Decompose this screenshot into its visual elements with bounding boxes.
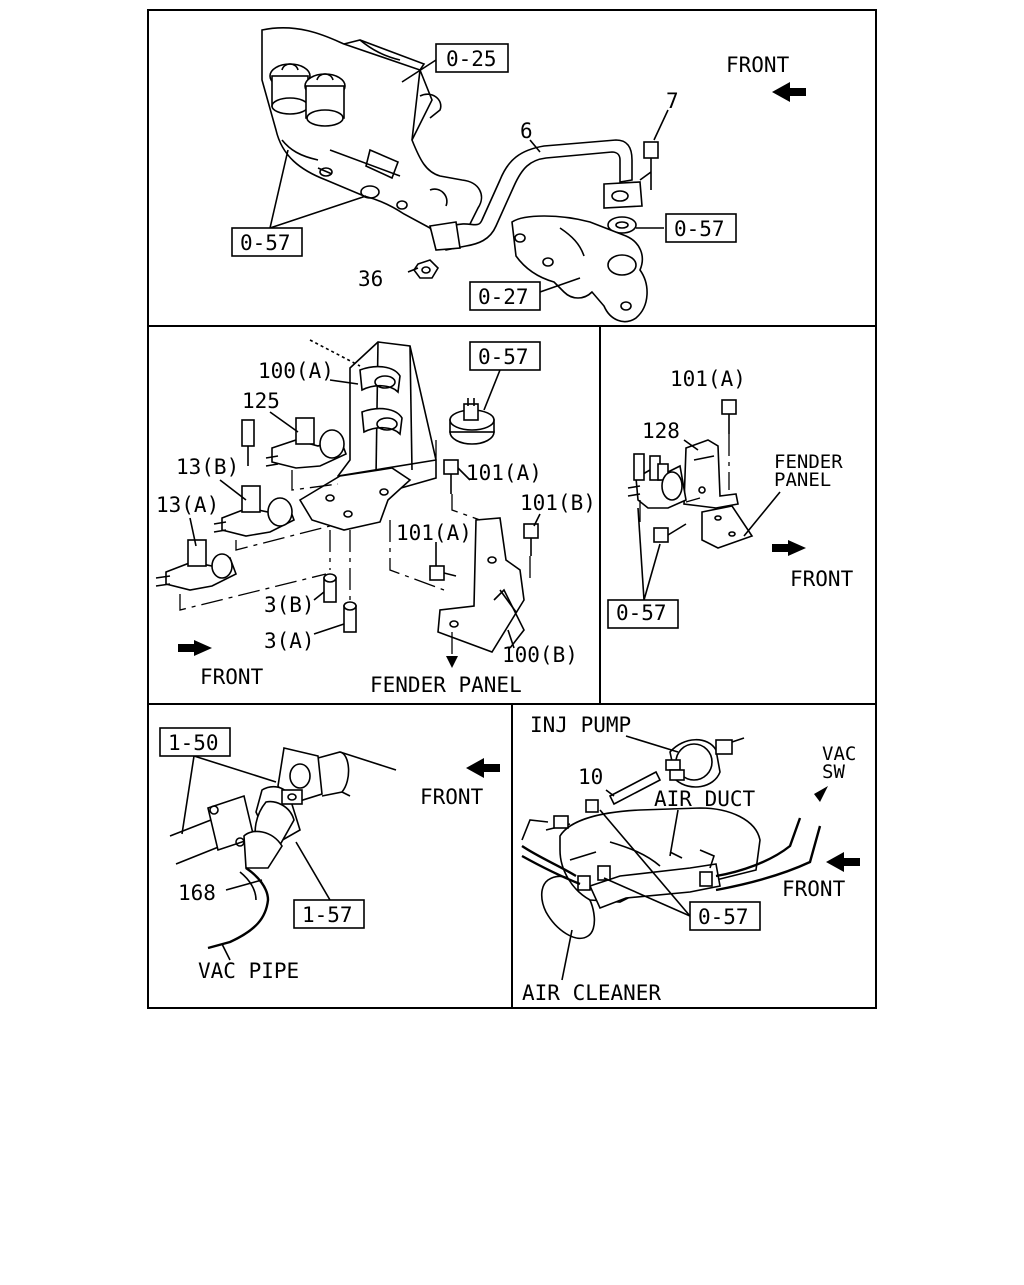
ref-0-57: 0-57 (616, 601, 667, 625)
air-cleaner-drawing (540, 807, 761, 939)
front-arrow-icon (826, 852, 860, 872)
ref-1-50: 1-50 (168, 731, 219, 755)
bolt-101a-top (443, 459, 459, 494)
vsv-13a (155, 539, 238, 591)
front-arrow-icon (772, 82, 806, 102)
bolt-7 (643, 141, 659, 172)
ref-0-57-right: 0-57 (674, 217, 725, 241)
middle-right-panel: 101(A) 128 FENDER PANEL FRONT 0-57 (607, 367, 854, 629)
part-36: 36 (358, 267, 383, 291)
part-13a: 13(A) (156, 493, 219, 517)
front-label: FRONT (782, 877, 846, 901)
bracket-128 (683, 439, 739, 509)
middle-left-assembly-lines (179, 440, 531, 660)
air-cleaner-label: AIR CLEANER (522, 981, 661, 1005)
bottom-right-leaders (561, 735, 691, 981)
front-arrow-icon (772, 540, 806, 556)
vac-sw-line1: VAC (822, 743, 856, 765)
gasket (607, 216, 637, 234)
bracket-100b (437, 517, 525, 653)
vac-sw-arrow-icon (814, 786, 828, 802)
front-label: FRONT (790, 567, 854, 591)
bolt-101a (721, 399, 737, 434)
top-leaders (269, 59, 669, 293)
vac-pipe-label: VAC PIPE (198, 959, 299, 983)
front-label: FRONT (200, 665, 264, 689)
middle-right-leaders (637, 439, 781, 601)
middle-left-leaders (189, 369, 541, 649)
nut-36 (413, 259, 440, 279)
vacuum-switch (449, 398, 495, 445)
part-100b: 100(B) (502, 643, 578, 667)
middle-left-panel: 100(A) 0-57 125 13(B) 101(A) 13(A) 101(B… (155, 339, 596, 697)
bottom-right-panel: INJ PUMP VAC SW 10 AIR DUCT FRONT 0-57 A… (521, 713, 860, 1005)
inj-pump-label: INJ PUMP (530, 713, 631, 737)
panel-frame (147, 9, 877, 1009)
exhaust-pipe-drawing (169, 747, 397, 950)
part-101a-mid: 101(A) (396, 521, 472, 545)
bracket-100a (309, 339, 437, 501)
part-128: 128 (642, 419, 680, 443)
exhaust-manifold-drawing (511, 215, 648, 323)
ref-0-57: 0-57 (478, 345, 529, 369)
inj-pump-actuator (665, 737, 745, 788)
part-3a: 3(A) (264, 629, 315, 653)
bolt-101b (523, 523, 539, 556)
bottom-left-panel: 1-50 FRONT 168 1-57 VAC PIPE (159, 727, 500, 983)
bottom-left-leaders (181, 755, 331, 961)
mounting-plate (298, 467, 412, 531)
vacuum-hoses (521, 799, 822, 892)
bolt-3a (343, 601, 357, 633)
vsv-125 (241, 417, 348, 469)
egr-pipe (429, 139, 643, 251)
vac-sw-line2: SW (822, 761, 845, 783)
middle-right-assembly-lines (639, 434, 730, 524)
part-101a: 101(A) (670, 367, 746, 391)
front-arrow-icon (178, 640, 212, 656)
vsv-128 (627, 453, 687, 509)
part-7: 7 (666, 89, 679, 113)
vsv-13b (213, 485, 296, 537)
front-arrow-icon (466, 758, 500, 778)
down-arrow-icon (446, 656, 458, 668)
ref-0-57-left: 0-57 (240, 231, 291, 255)
part-168: 168 (178, 881, 216, 905)
fender-panel-label: FENDER PANEL (370, 673, 522, 697)
part-10: 10 (578, 765, 603, 789)
part-3b: 3(B) (264, 593, 315, 617)
fender-label-line2: PANEL (774, 469, 831, 491)
top-panel: 0-25 FRONT 7 6 0-57 0-57 36 0-27 (231, 27, 806, 323)
intake-manifold-drawing (261, 27, 483, 242)
bolt-101a-mid (429, 565, 457, 581)
part-100a: 100(A) (258, 359, 334, 383)
front-label: FRONT (726, 53, 790, 77)
part-101a-top: 101(A) (466, 461, 542, 485)
ref-0-57: 0-57 (698, 905, 749, 929)
part-125: 125 (242, 389, 280, 413)
part-13b: 13(B) (176, 455, 239, 479)
front-label: FRONT (420, 785, 484, 809)
fender-panel-bracket (701, 505, 754, 549)
bolt-3b (323, 573, 337, 603)
air-duct-label: AIR DUCT (654, 787, 756, 811)
ref-1-57: 1-57 (302, 903, 353, 927)
bolt-0-57 (653, 523, 687, 543)
part-6: 6 (520, 119, 533, 143)
part-101b: 101(B) (520, 491, 596, 515)
ref-0-27: 0-27 (478, 285, 529, 309)
fender-label-line1: FENDER (774, 451, 843, 473)
ref-0-25: 0-25 (446, 47, 497, 71)
hose-10 (608, 770, 662, 806)
